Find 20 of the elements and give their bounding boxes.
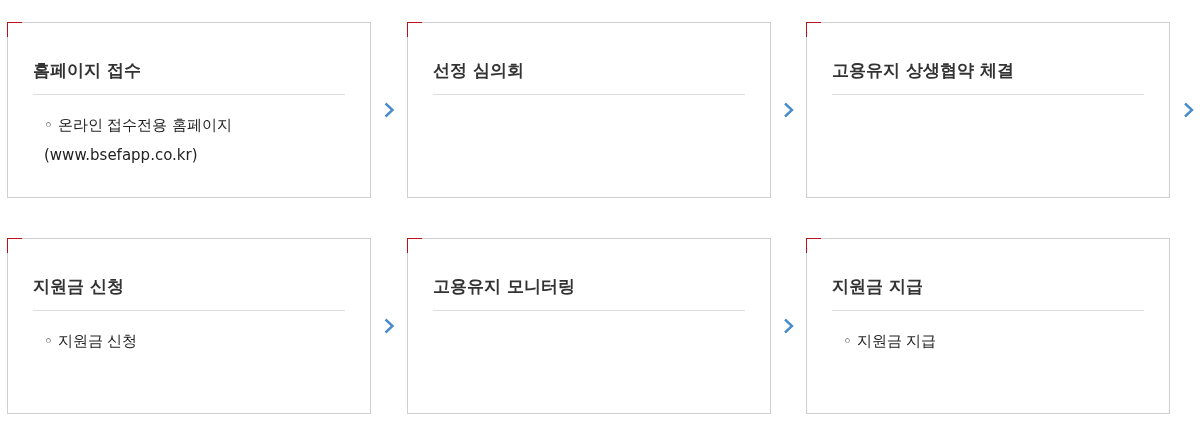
step-description: ◦ 지원금 지급 <box>843 331 937 352</box>
chevron-arrow <box>1184 102 1194 118</box>
chevron-arrow <box>784 102 794 118</box>
step-title: 지원금 지급 <box>832 275 923 298</box>
step-title: 선정 심의회 <box>433 59 524 82</box>
step-title: 고용유지 모니터링 <box>433 275 575 298</box>
step-title: 지원금 신청 <box>33 275 124 298</box>
step-title: 홈페이지 접수 <box>33 59 141 82</box>
step-box <box>7 22 371 198</box>
step-box <box>806 22 1170 198</box>
chevron-arrow <box>384 102 395 118</box>
chevron-arrow <box>384 318 395 334</box>
step-box <box>407 22 771 198</box>
step-title: 고용유지 상생협약 체결 <box>832 59 1014 82</box>
step-description: ◦ 온라인 접수전용 홈페이지 (www.bsefapp.co.kr) <box>44 115 234 166</box>
chevron-arrow <box>784 318 794 334</box>
step-box <box>7 238 371 414</box>
step-description: ◦ 지원금 신청 <box>44 331 138 352</box>
step-box <box>806 238 1170 414</box>
step-box <box>407 238 771 414</box>
